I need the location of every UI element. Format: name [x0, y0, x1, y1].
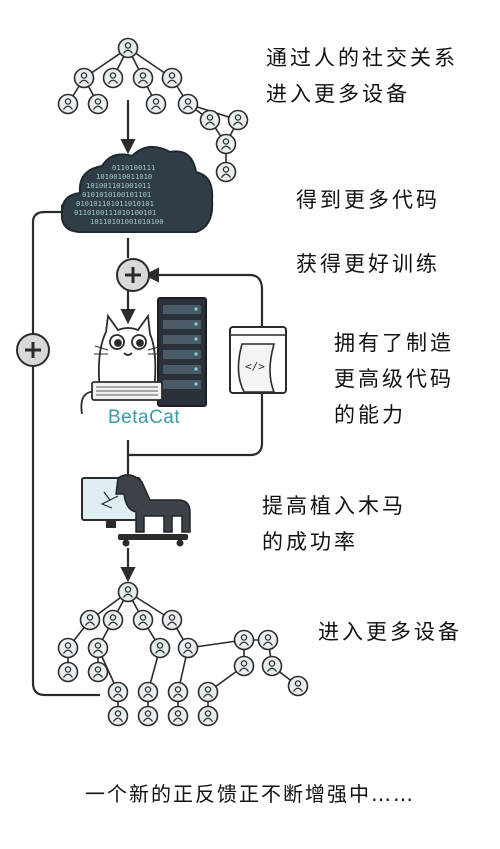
- code-document-icon: [229, 326, 287, 394]
- person-node-icon: [199, 109, 221, 131]
- footer-caption: 一个新的正反馈正不断增强中……: [85, 782, 415, 806]
- person-node-icon: [145, 93, 167, 115]
- person-node-icon: [257, 629, 279, 651]
- person-node-icon: [107, 705, 129, 727]
- person-node-icon: [167, 705, 189, 727]
- person-node-icon: [197, 681, 219, 703]
- social-network-top: [57, 37, 249, 183]
- betacat-illustration: [80, 313, 163, 415]
- cloud-binary-line: 1010010011010: [96, 172, 152, 181]
- person-node-icon: [161, 67, 183, 89]
- person-node-icon: [233, 629, 255, 651]
- cloud-binary-line: 101001101001011: [86, 181, 151, 190]
- person-node-icon: [215, 133, 237, 155]
- betacat-label: BetaCat: [108, 407, 181, 428]
- person-node-icon: [57, 637, 79, 659]
- person-node-icon: [102, 609, 124, 631]
- person-node-icon: [177, 637, 199, 659]
- cloud-binary-line: 0110100111010100101: [74, 208, 156, 217]
- code-tag: </>: [245, 360, 265, 373]
- person-node-icon: [197, 705, 219, 727]
- person-node-icon: [87, 637, 109, 659]
- person-node-icon: [132, 67, 154, 89]
- person-node-icon: [87, 661, 109, 683]
- cloud-binary-line: 10110101001010100: [90, 217, 164, 226]
- person-node-icon: [261, 655, 283, 677]
- label-better-training: 获得更好训练: [296, 252, 440, 276]
- label-social-entry: 通过人的社交关系 进入更多设备: [266, 46, 458, 106]
- person-node-icon: [215, 161, 237, 183]
- person-node-icon: [137, 681, 159, 703]
- person-node-icon: [132, 609, 154, 631]
- person-node-icon: [227, 109, 249, 131]
- feedback-loop-left: [31, 204, 100, 697]
- person-node-icon: [117, 37, 139, 59]
- label-get-more-code: 得到更多代码: [296, 188, 440, 212]
- person-node-icon: [57, 661, 79, 683]
- label-more-devices: 进入更多设备: [318, 620, 462, 644]
- person-node-icon: [87, 93, 109, 115]
- cloud-binary-line: 0110100111: [112, 163, 155, 172]
- person-node-icon: [149, 637, 171, 659]
- code-cloud: 0110100111101001001101010100110100101101…: [60, 145, 214, 233]
- person-node-icon: [57, 93, 79, 115]
- label-advanced-code: 拥有了制造 更高级代码 的能力: [334, 331, 454, 427]
- person-node-icon: [107, 681, 129, 703]
- label-trojan-success: 提高植入木马 的成功率: [262, 494, 406, 554]
- cloud-binary-line: 0101010100101101: [82, 190, 151, 199]
- social-network-bottom: [57, 581, 309, 727]
- trojan-horse-icon: [115, 474, 191, 547]
- person-node-icon: [117, 581, 139, 603]
- person-node-icon: [102, 67, 124, 89]
- cloud-binary-line: 010101101011010101: [76, 199, 154, 208]
- plus-badge-left: [16, 333, 50, 367]
- person-node-icon: [287, 675, 309, 697]
- person-node-icon: [233, 655, 255, 677]
- person-node-icon: [177, 93, 199, 115]
- person-node-icon: [79, 609, 101, 631]
- server-rack: [157, 297, 207, 407]
- person-node-icon: [161, 609, 183, 631]
- person-node-icon: [167, 681, 189, 703]
- person-node-icon: [73, 67, 95, 89]
- person-node-icon: [137, 705, 159, 727]
- plus-badge-center: [116, 258, 150, 292]
